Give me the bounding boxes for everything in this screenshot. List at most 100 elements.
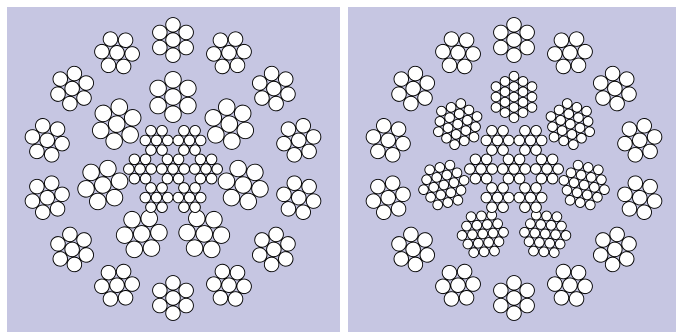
wire [157, 164, 168, 175]
wire [173, 173, 184, 184]
wire [520, 283, 535, 298]
right-cable-cross-section [348, 7, 676, 332]
wire [179, 164, 190, 175]
wire [527, 92, 537, 102]
wire [180, 80, 197, 97]
wire [542, 164, 553, 175]
wire [491, 82, 501, 92]
wire [520, 298, 535, 313]
wire [514, 173, 525, 184]
wire [509, 113, 519, 123]
wire [491, 103, 501, 113]
wire [166, 306, 181, 321]
wire [500, 77, 510, 87]
wire [527, 82, 537, 92]
wire [507, 291, 522, 306]
wire [166, 18, 181, 33]
wire [500, 97, 510, 107]
wire [500, 87, 510, 97]
wire [212, 164, 223, 175]
wire [124, 164, 135, 175]
wire [487, 164, 498, 175]
wire [494, 40, 509, 55]
wire [491, 92, 501, 102]
wire [481, 173, 492, 184]
wire [520, 40, 535, 55]
wire [168, 164, 179, 175]
wire [520, 164, 531, 175]
wire [195, 154, 206, 165]
wire [547, 154, 558, 165]
wire [509, 103, 519, 113]
wire [481, 154, 492, 165]
wire [518, 77, 528, 87]
wire [153, 25, 168, 40]
wire [536, 154, 547, 165]
wire [503, 173, 514, 184]
wire [520, 25, 535, 40]
wire [498, 164, 509, 175]
wire [509, 71, 519, 81]
wire [166, 276, 181, 291]
wire [180, 97, 197, 114]
wire [507, 276, 522, 291]
wire [140, 154, 151, 165]
wire [166, 48, 181, 63]
wire [165, 89, 182, 106]
wire [507, 306, 522, 321]
wire [135, 164, 146, 175]
wire [201, 164, 212, 175]
left-cable-panel [7, 7, 340, 332]
wire [179, 283, 194, 298]
wire [507, 33, 522, 48]
wire [153, 298, 168, 313]
wire [179, 298, 194, 313]
wire [190, 164, 201, 175]
wire [514, 154, 525, 165]
wire [518, 87, 528, 97]
wire [153, 283, 168, 298]
wire [509, 164, 520, 175]
wire [509, 82, 519, 92]
wire [476, 164, 487, 175]
wire [129, 154, 140, 165]
right-cable-panel [348, 7, 676, 332]
wire [470, 154, 481, 165]
wire [165, 72, 182, 89]
wire [503, 154, 514, 165]
wire [531, 164, 542, 175]
wire [179, 40, 194, 55]
wire [507, 48, 522, 63]
wire [547, 173, 558, 184]
wire [536, 173, 547, 184]
wire [179, 25, 194, 40]
wire [162, 154, 173, 165]
wire [146, 164, 157, 175]
wire [465, 164, 476, 175]
wire [150, 80, 167, 97]
wire [527, 103, 537, 113]
wire [494, 298, 509, 313]
wire [166, 33, 181, 48]
left-cable-cross-section [7, 7, 340, 332]
wire [165, 106, 182, 123]
wire [206, 154, 217, 165]
wire [500, 108, 510, 118]
wire [150, 97, 167, 114]
wire [518, 108, 528, 118]
wire [494, 25, 509, 40]
wire [206, 173, 217, 184]
wire [494, 283, 509, 298]
wire [166, 291, 181, 306]
wire [507, 18, 522, 33]
wire [153, 40, 168, 55]
wire [553, 164, 564, 175]
wire [140, 173, 151, 184]
wire [509, 92, 519, 102]
wire [162, 173, 173, 184]
wire [195, 173, 206, 184]
wire [173, 154, 184, 165]
wire [129, 173, 140, 184]
wire [518, 97, 528, 107]
